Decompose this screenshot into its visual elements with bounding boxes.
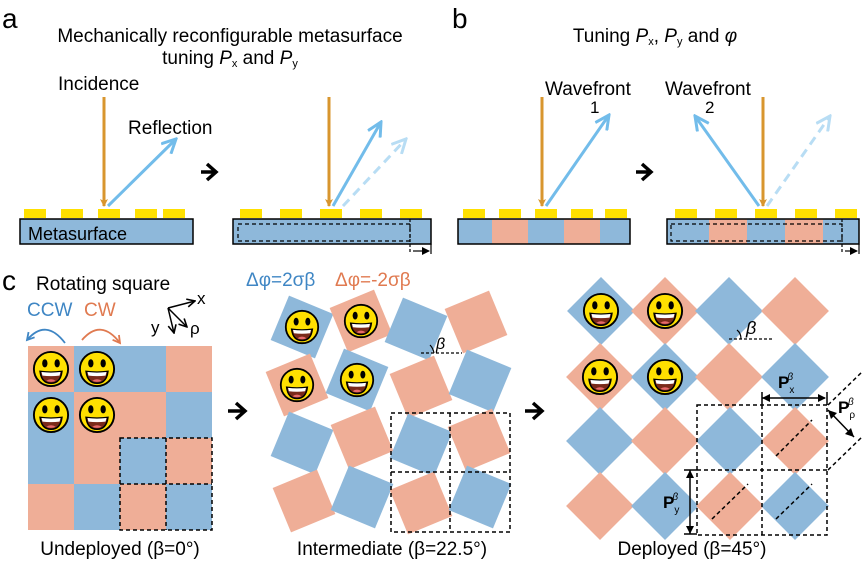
beta-label-intermediate: β (435, 336, 445, 353)
smiley-icon (32, 396, 70, 434)
ccw-arrow (25, 328, 66, 344)
smiley-icon (646, 358, 684, 396)
prho-label: Pρβ (838, 397, 855, 421)
smiley-icon (582, 292, 620, 330)
wavefront-1-arrow-dashed (765, 116, 830, 207)
metasurface-block-1 (19, 209, 194, 245)
wavefront-2-arrow (695, 116, 761, 207)
panel-a-letter: a (2, 3, 18, 34)
wavefront-2-number: 2 (705, 98, 714, 117)
wavefront-1-number: 1 (590, 98, 599, 117)
panel-a-title-line2: tuning Px and Py (162, 48, 298, 70)
smiley-icon (279, 367, 315, 403)
incidence-label: Incidence (58, 74, 139, 95)
deployed-lattice (566, 277, 863, 540)
wavefront-2-label: Wavefront (665, 79, 752, 100)
metasurface-block-2 (232, 209, 432, 255)
transition-arrow-a (201, 162, 219, 182)
reflection-arrow-1 (106, 139, 176, 208)
undeployed-caption: Undeployed (β=0°) (40, 539, 200, 560)
axis-y-label: y (151, 318, 160, 337)
smiley-icon (32, 350, 70, 388)
axis-rho-label: ρ (190, 319, 200, 338)
metasurface-b-1 (457, 209, 631, 245)
cw-arrow (81, 328, 122, 345)
reflection-label: Reflection (128, 118, 213, 139)
metasurface-label: Metasurface (28, 224, 127, 244)
panel-b: b Tuning Px, Py and φ Wavefront 1 Wavefr… (452, 3, 860, 255)
smiley-icon (284, 309, 320, 345)
transition-arrow-c2 (525, 401, 545, 421)
intermediate-lattice (265, 289, 512, 535)
transition-arrow-c1 (228, 401, 248, 421)
smiley-icon (78, 350, 116, 388)
wavefront-1-label: Wavefront (545, 79, 632, 100)
panel-b-title: Tuning Px, Py and φ (573, 26, 737, 48)
rotating-square-label: Rotating square (36, 274, 170, 295)
smiley-icon (646, 292, 684, 330)
axis-x-label: x (197, 289, 206, 308)
reflection-arrow-2 (331, 122, 381, 207)
phase-negative-label: Δφ=-2σβ (335, 270, 411, 291)
deployed-caption: Deployed (β=45°) (618, 539, 767, 560)
coordinate-axes (167, 301, 195, 333)
smiley-icon (343, 303, 379, 339)
px-label: Pxβ (778, 372, 794, 396)
panel-b-letter: b (452, 3, 468, 34)
smiley-icon (78, 396, 116, 434)
panel-a-title-line1: Mechanically reconfigurable metasurface (57, 26, 402, 47)
ccw-label: CCW (27, 300, 72, 321)
panel-c-letter: c (2, 265, 16, 296)
intermediate-caption: Intermediate (β=22.5°) (297, 539, 487, 560)
smiley-icon (339, 362, 375, 398)
reflection-arrow-2-shifted (341, 139, 406, 208)
cw-label: CW (84, 300, 116, 321)
undeployed-checkerboard (28, 346, 213, 531)
smiley-icon (581, 358, 619, 396)
beta-label-deployed: β (745, 318, 756, 338)
phase-positive-label: Δφ=2σβ (246, 270, 315, 291)
py-label: Pyβ (663, 492, 679, 516)
metasurface-b-2 (666, 209, 860, 255)
panel-c: c Rotating square CCW CW x y ρ (2, 265, 863, 560)
transition-arrow-b (636, 162, 654, 182)
wavefront-1-arrow (544, 115, 609, 207)
panel-a: a Mechanically reconfigurable metasurfac… (2, 3, 432, 255)
